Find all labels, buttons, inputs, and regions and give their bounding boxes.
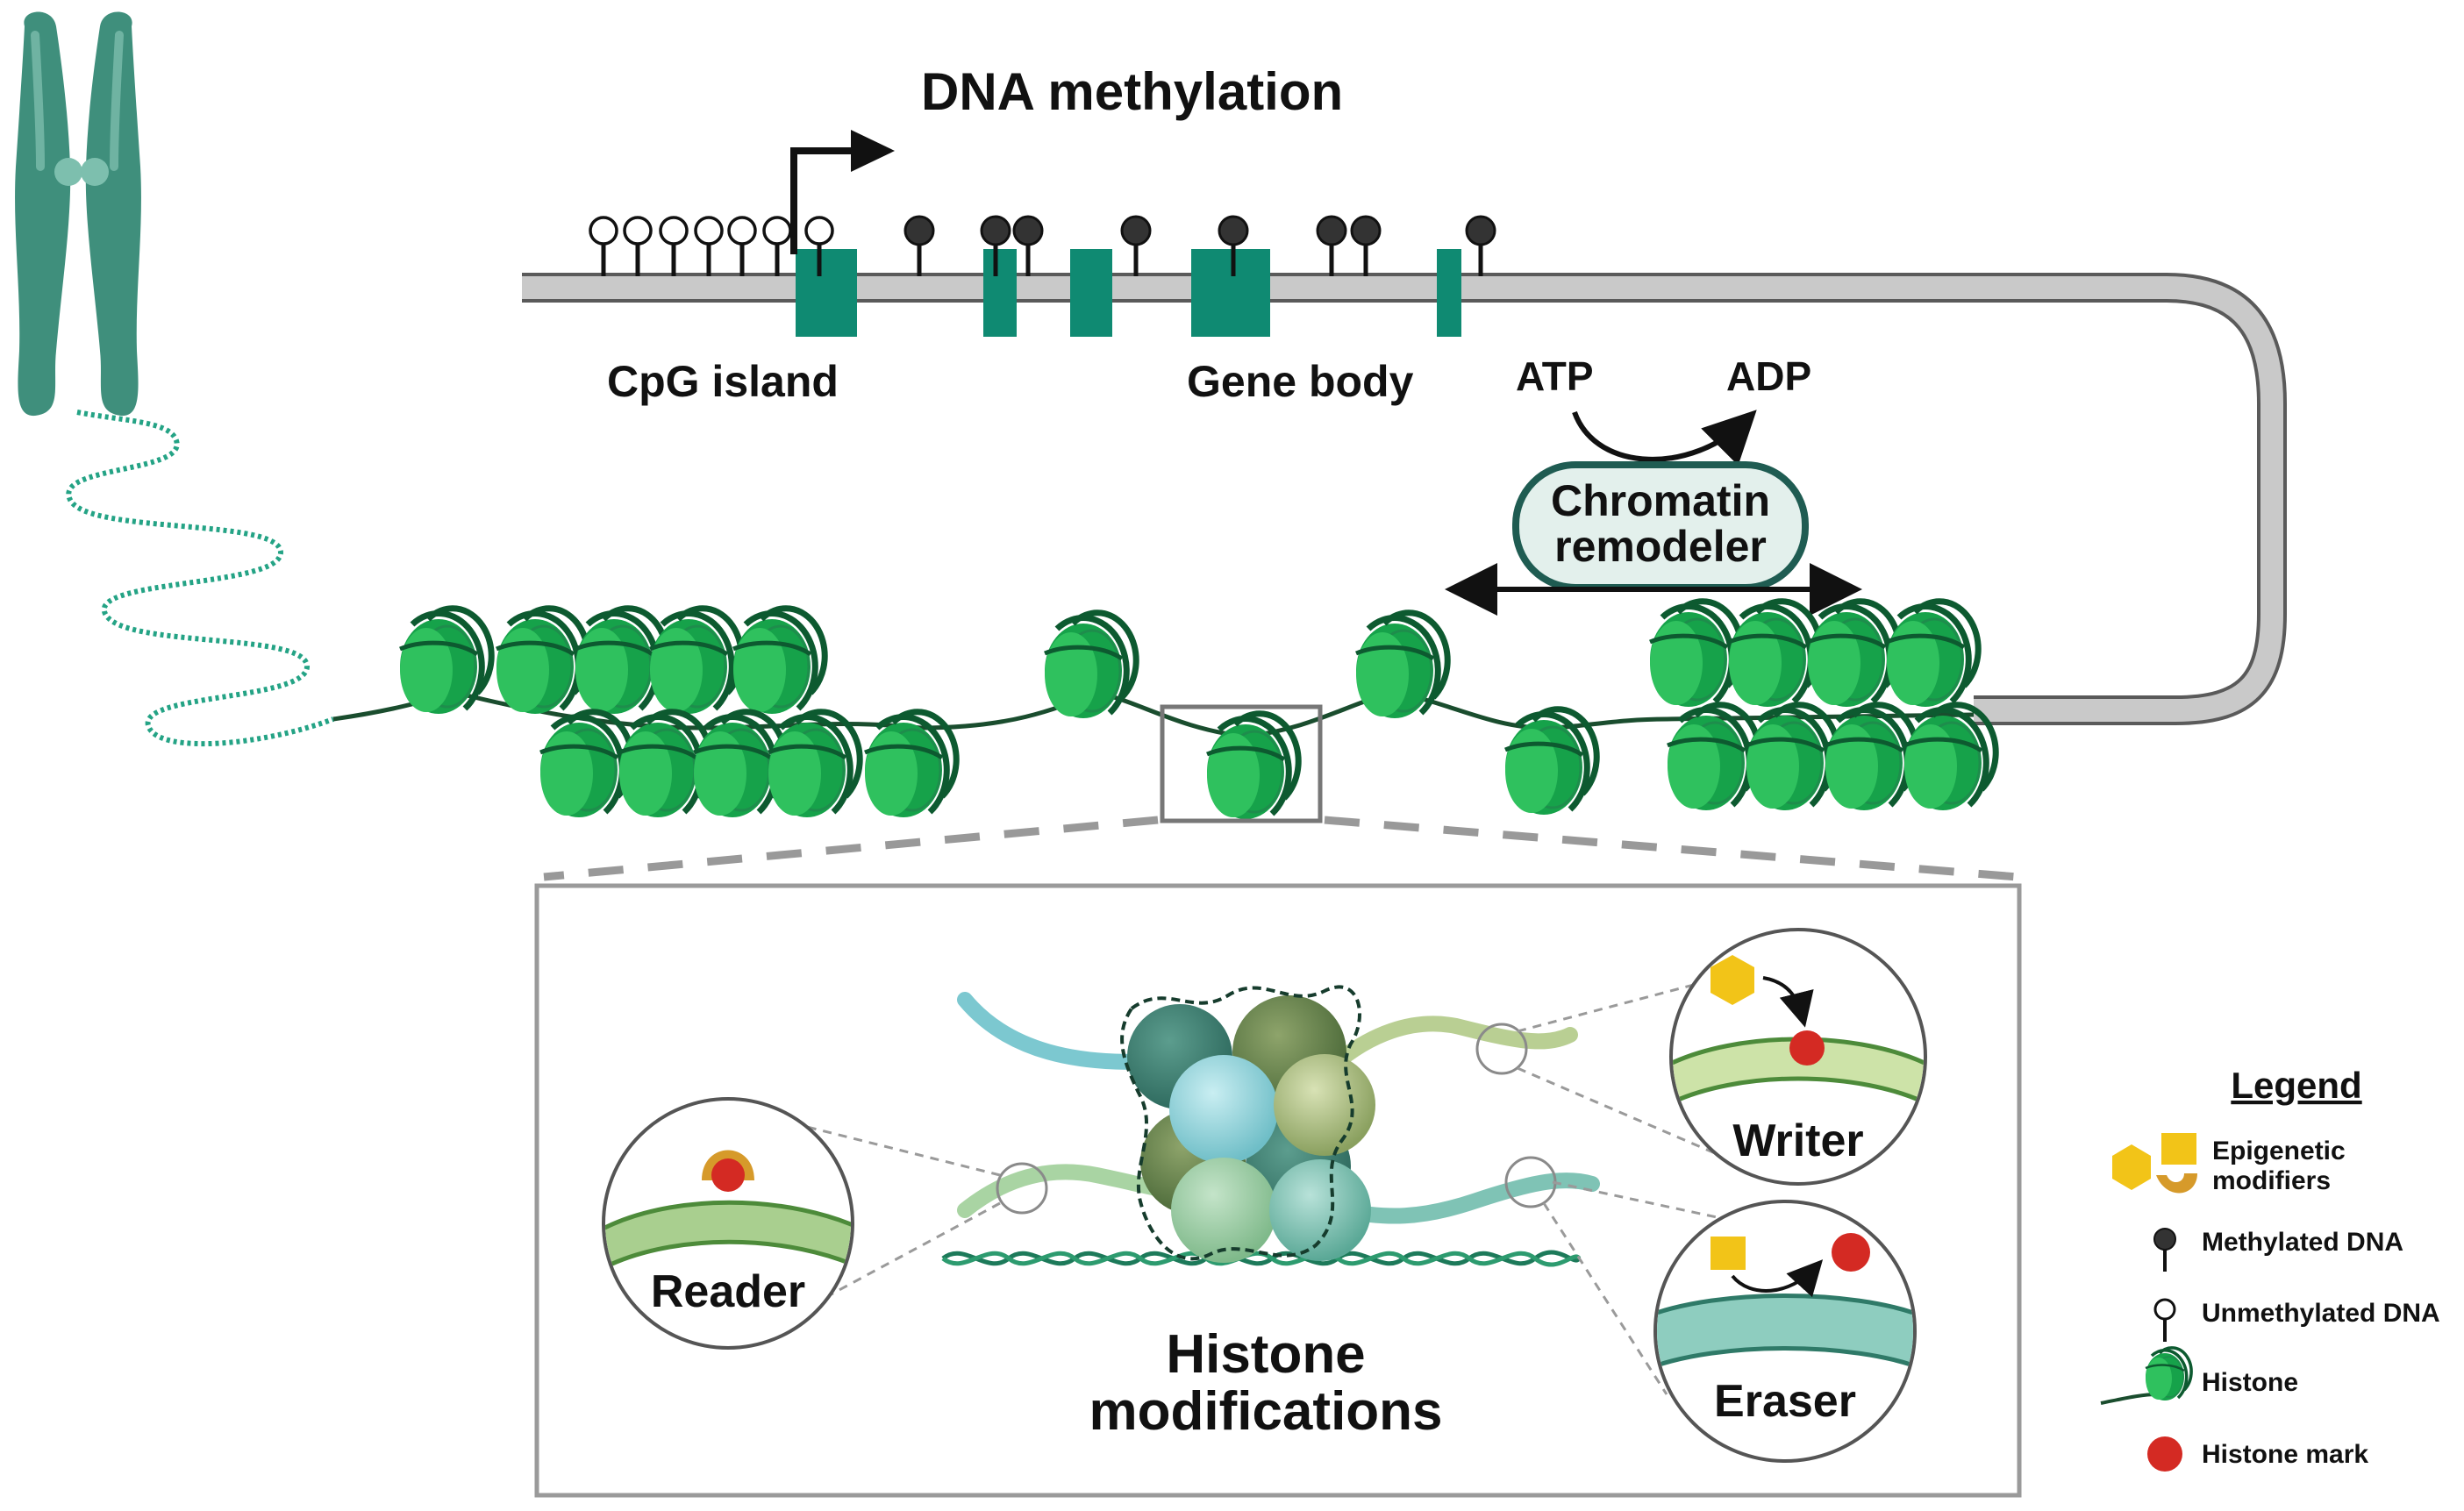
zoom-projection-left [543,816,1159,881]
label-gene-body: Gene body [1187,357,1414,406]
legend-epigenetic-modifiers-icon [2112,1133,2197,1194]
eraser-inset: Eraser [1653,1200,1917,1463]
histone-tail-teal [1334,1172,1600,1224]
histone-tail-olive [1325,1016,1578,1073]
exons [796,249,1461,337]
transcription-start-arrow-icon [790,130,895,254]
leader-lines [789,972,1746,1395]
reader-zoom-spot [996,1162,1048,1215]
histone-octamer-icon [1120,985,1375,1263]
zoom-projection-right [1324,816,2018,881]
label-writer: Writer [1732,1115,1863,1166]
legend-histone-mark: Histone mark [2202,1440,2368,1469]
eraser-histone-mark-icon [1832,1233,1870,1272]
zoom-box [1160,704,1323,823]
writer-inset: Writer [1669,928,1927,1186]
chromatin-remodeler-badge: Chromatin remodeler [1512,461,1809,591]
label-reader: Reader [651,1266,805,1317]
legend-epigenetic-line2: modifiers [2212,1166,2331,1195]
chromatin-remodeler-line2: remodeler [1554,522,1767,571]
legend-epigenetic-line1: Epigenetic [2212,1137,2346,1165]
legend: Legend Epigenetic modifiers Methylated D… [2100,1065,2440,1472]
legend-unmethylated: Unmethylated DNA [2202,1299,2440,1328]
legend-methylated: Methylated DNA [2202,1228,2403,1257]
legend-histone: Histone [2202,1368,2298,1397]
reader-inset: Reader [602,1097,854,1350]
reader-histone-mark-icon [711,1158,745,1192]
chromosome-icon [15,11,335,747]
dna-helix [941,1250,1582,1267]
label-cpg-island: CpG island [607,357,839,406]
label-atp: ATP [1516,353,1594,399]
atp-adp-arrow [1572,410,1757,466]
writer-hexagon-icon [1711,955,1754,1005]
eraser-arrow [1731,1259,1824,1298]
chromatin-remodeler-line1: Chromatin [1551,476,1770,525]
label-eraser: Eraser [1714,1376,1856,1427]
legend-title: Legend [2231,1065,2361,1106]
writer-histone-mark-icon [1789,1030,1825,1066]
title-dna-methylation: DNA methylation [921,62,1343,121]
dna-strand [522,273,2287,725]
title-histone-line2: modifications [1089,1381,1442,1442]
writer-arrow [1762,976,1814,1028]
legend-unmethylated-icon [2153,1298,2176,1342]
writer-zoom-spot [1475,1023,1528,1075]
title-histone-line1: Histone [1166,1324,1365,1385]
legend-histone-icon [2100,1346,2193,1405]
eraser-square-icon [1711,1237,1746,1270]
legend-methylated-icon [2153,1228,2176,1272]
legend-histone-mark-icon [2147,1436,2182,1472]
label-adp: ADP [1726,353,1811,399]
nucleosome-fiber [332,602,1996,819]
